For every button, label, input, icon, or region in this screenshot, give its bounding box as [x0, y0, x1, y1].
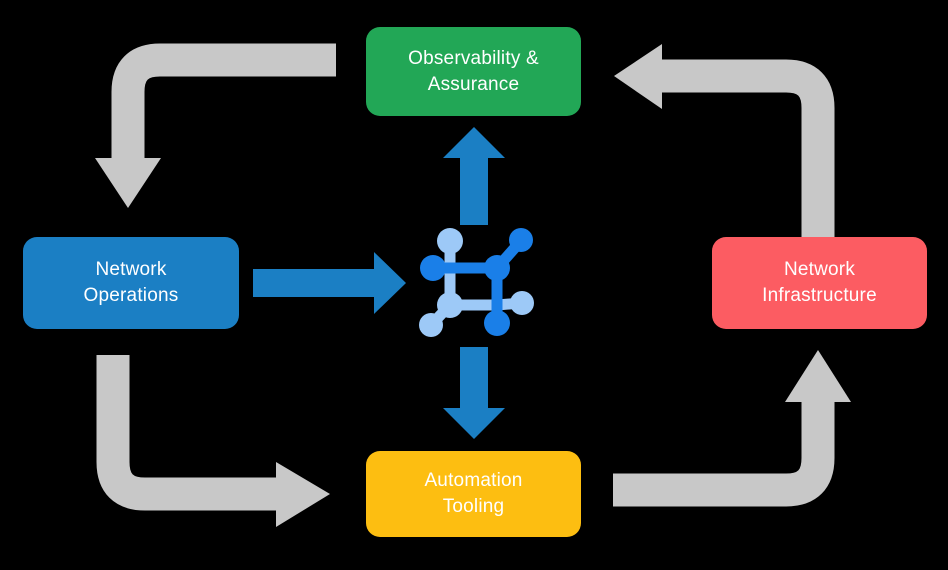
arrow-infrastructure-to-observability	[614, 44, 835, 240]
arrow-operations-to-automation	[96, 355, 330, 527]
arrow-observability-to-operations	[95, 43, 336, 208]
arrow-center-to-automation	[443, 347, 505, 439]
arrow-center-to-observability	[443, 127, 505, 225]
arrow-operations-to-center	[253, 252, 406, 314]
node-box-automation-tooling[interactable]: Automation Tooling	[366, 451, 581, 537]
node-box-observability[interactable]: Observability & Assurance	[366, 27, 581, 116]
node-box-network-operations[interactable]: Network Operations	[23, 237, 239, 329]
arrow-automation-to-infrastructure	[613, 350, 851, 507]
node-box-network-infrastructure[interactable]: Network Infrastructure	[712, 237, 927, 329]
